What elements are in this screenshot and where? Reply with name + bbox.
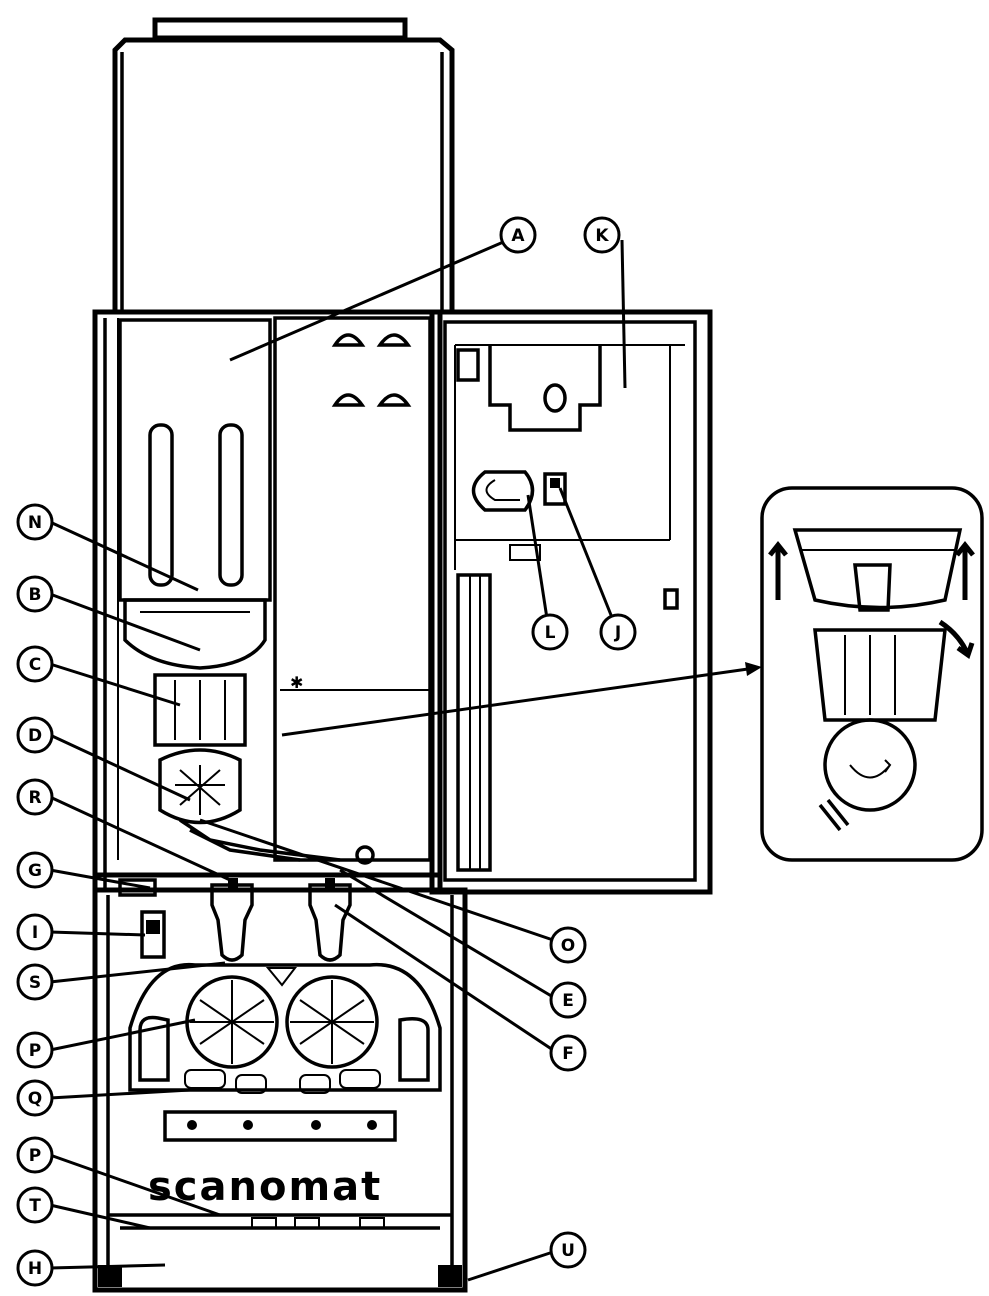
svg-text:✱: ✱ xyxy=(290,673,303,692)
mixer-funnel xyxy=(123,598,267,670)
svg-text:L: L xyxy=(545,623,556,643)
callout-I: I xyxy=(16,913,54,951)
callout-Q: Q xyxy=(16,1079,54,1117)
whipper-housing xyxy=(158,748,242,825)
door-bracket xyxy=(488,345,602,432)
top-cabinet xyxy=(112,37,455,315)
detail-inset xyxy=(760,486,984,862)
callout-R: R xyxy=(16,778,54,816)
drip-tray xyxy=(163,1110,397,1142)
door-lock xyxy=(471,470,535,512)
svg-text:F: F xyxy=(562,1044,574,1064)
callout-E: E xyxy=(549,981,587,1019)
callout-S: S xyxy=(16,963,54,1001)
svg-text:H: H xyxy=(28,1259,42,1279)
callout-U: U xyxy=(549,1231,587,1269)
nozzle-left xyxy=(210,883,254,962)
svg-text:U: U xyxy=(561,1241,575,1261)
svg-text:G: G xyxy=(28,861,42,881)
middle-panel xyxy=(273,316,432,862)
svg-text:S: S xyxy=(29,973,41,993)
svg-text:C: C xyxy=(29,655,41,675)
power-switch xyxy=(140,910,166,959)
callout-A: A xyxy=(499,216,537,254)
svg-text:K: K xyxy=(595,226,609,246)
cup-grilles xyxy=(185,975,379,1069)
open-door xyxy=(429,309,713,895)
left-bay xyxy=(118,318,272,602)
callout-F: F xyxy=(549,1034,587,1072)
leader-lines xyxy=(49,238,627,1282)
callout-K: K xyxy=(583,216,621,254)
svg-text:R: R xyxy=(28,788,41,808)
callout-J: J xyxy=(599,613,637,651)
callout-L: L xyxy=(531,613,569,651)
callout-C: C xyxy=(16,645,54,683)
nozzle-right xyxy=(308,883,352,962)
callout-B: B xyxy=(16,575,54,613)
top-lid xyxy=(152,17,408,41)
svg-text:D: D xyxy=(28,726,42,746)
callout-T: T xyxy=(16,1186,54,1224)
callout-D: D xyxy=(16,716,54,754)
svg-text:P: P xyxy=(29,1041,41,1061)
lower-cabinet xyxy=(92,887,468,1293)
svg-text:Q: Q xyxy=(28,1089,42,1109)
drip-panel xyxy=(128,962,442,1092)
svg-text:J: J xyxy=(614,623,621,643)
callout-O: O xyxy=(549,926,587,964)
callout-H: H xyxy=(16,1249,54,1287)
machine-body: ✱ xyxy=(92,17,713,1293)
callout-P-lower: P xyxy=(16,1136,54,1174)
callout-P-upper: P xyxy=(16,1031,54,1069)
callout-G: G xyxy=(16,851,54,889)
door-switch xyxy=(543,472,567,506)
mixer-bowl xyxy=(153,673,247,747)
svg-text:E: E xyxy=(562,991,574,1011)
svg-text:B: B xyxy=(29,585,42,605)
svg-text:N: N xyxy=(28,513,42,533)
svg-text:O: O xyxy=(561,936,575,956)
svg-text:P: P xyxy=(29,1146,41,1166)
svg-text:I: I xyxy=(32,923,38,943)
svg-text:A: A xyxy=(511,226,525,246)
callout-N: N xyxy=(16,503,54,541)
svg-text:T: T xyxy=(29,1196,41,1216)
